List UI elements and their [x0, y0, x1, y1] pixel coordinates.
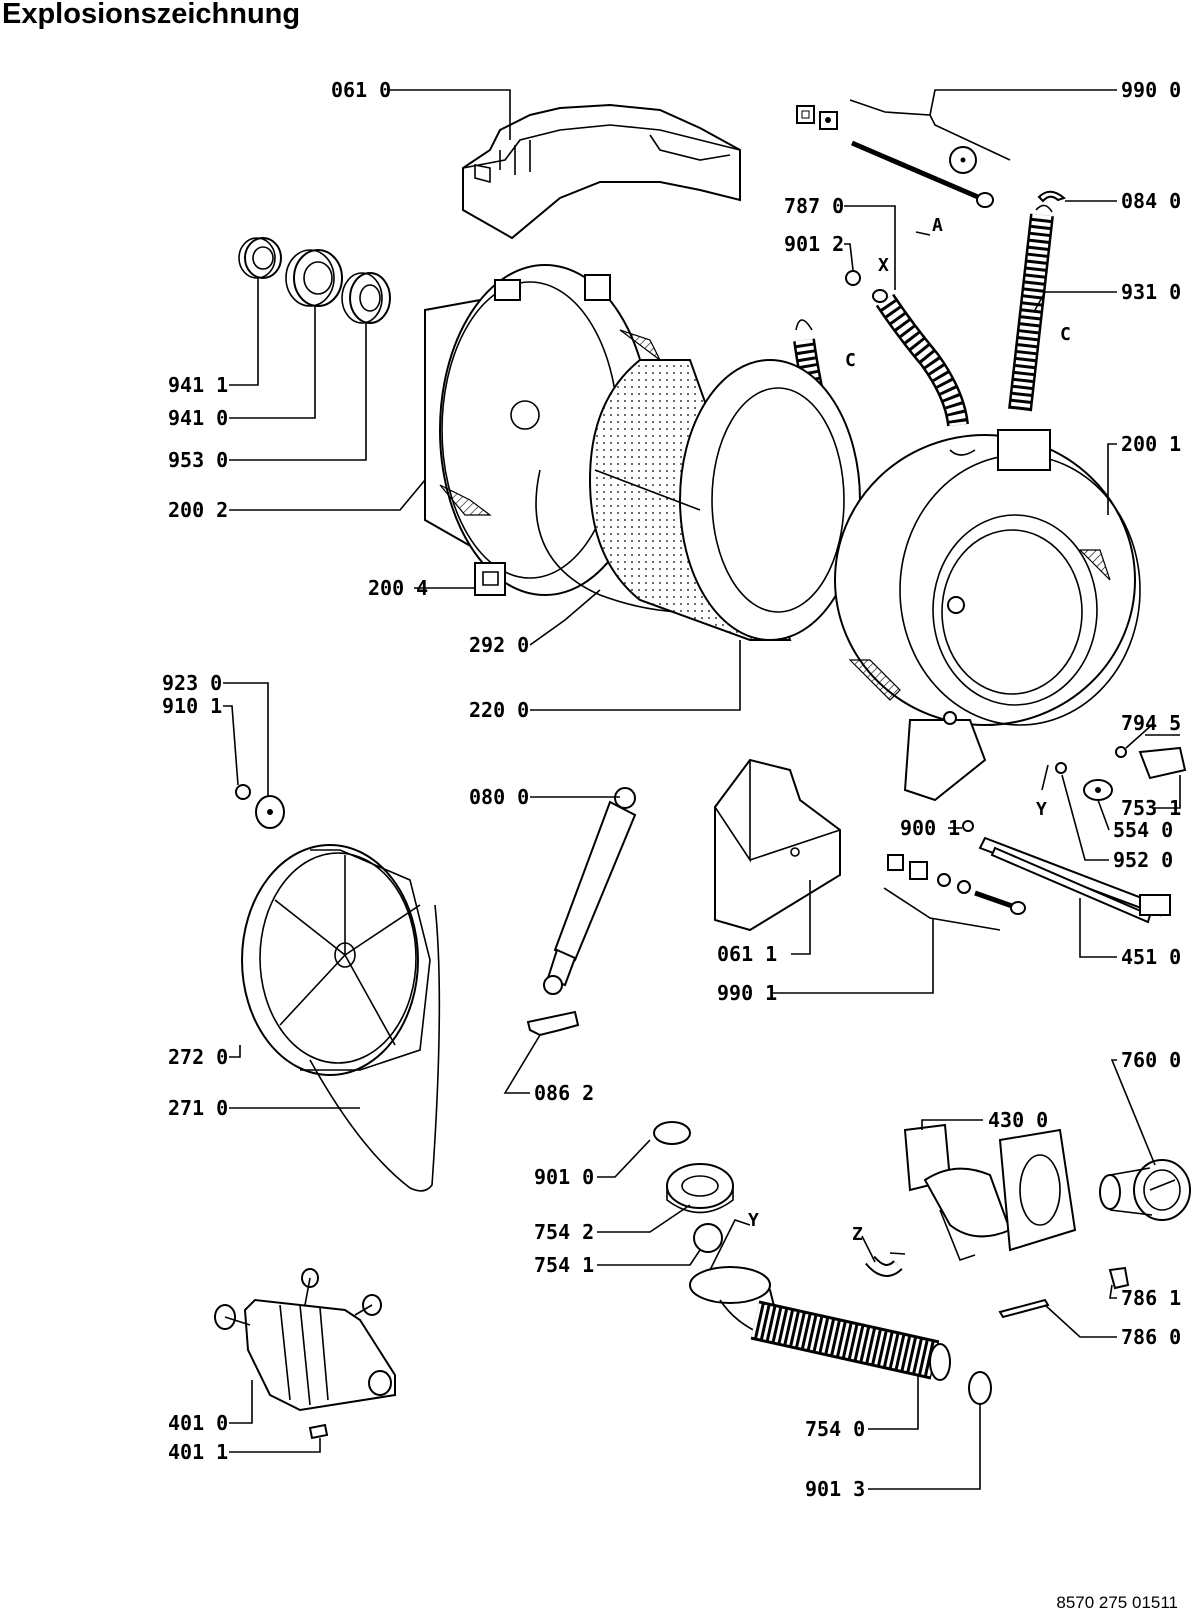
motor-part — [214, 1268, 396, 1412]
sensor-washer-part — [1115, 746, 1127, 758]
label-754-0: 754 0 — [805, 1417, 865, 1441]
label-900-1: 900 1 — [900, 816, 960, 840]
shaft-seal-part — [341, 272, 391, 324]
label-430-0: 430 0 — [988, 1108, 1048, 1132]
label-941-0: 941 0 — [168, 406, 228, 430]
drum-part — [588, 359, 861, 641]
label-401-1: 401 1 — [168, 1440, 228, 1464]
pulley-washer-part — [255, 795, 285, 829]
label-200-4: 200 4 — [368, 576, 428, 600]
label-554-0: 554 0 — [1113, 818, 1173, 842]
label-901-0: 901 0 — [534, 1165, 594, 1189]
label-401-0: 401 0 — [168, 1411, 228, 1435]
marker-c-left: C — [845, 350, 856, 371]
label-923-0: 923 0 — [162, 671, 222, 695]
label-200-2: 200 2 — [168, 498, 228, 522]
label-990-0: 990 0 — [1121, 78, 1181, 102]
marker-y-upper: Y — [1036, 799, 1047, 820]
label-084-0: 084 0 — [1121, 189, 1181, 213]
marker-a: A — [932, 215, 943, 236]
document-number: 8570 275 01511 — [1056, 1593, 1178, 1612]
front-screw-set-part — [887, 854, 1026, 915]
hose-clamp-part — [653, 1121, 691, 1145]
page-title: Explosionszeichnung — [2, 0, 301, 30]
label-786-0: 786 0 — [1121, 1325, 1181, 1349]
valve-ball-part — [693, 1223, 723, 1253]
label-292-0: 292 0 — [469, 633, 529, 657]
label-794-5: 794 5 — [1121, 711, 1181, 735]
marker-c-right: C — [1060, 324, 1071, 345]
shock-bracket-part — [526, 1010, 580, 1037]
label-200-1: 200 1 — [1121, 432, 1181, 456]
drain-pump-part — [903, 1123, 1077, 1261]
label-080-0: 080 0 — [469, 785, 529, 809]
label-787-0: 787 0 — [784, 194, 844, 218]
label-990-1: 990 1 — [717, 981, 777, 1005]
label-753-1: 753 1 — [1121, 796, 1181, 820]
label-271-0: 271 0 — [168, 1096, 228, 1120]
label-272-0: 272 0 — [168, 1045, 228, 1069]
pulley-part — [241, 844, 431, 1076]
small-clamp-part — [845, 270, 861, 286]
label-220-0: 220 0 — [469, 698, 529, 722]
label-061-0: 061 0 — [331, 78, 391, 102]
bellows-hose-part — [872, 289, 969, 427]
label-953-0: 953 0 — [168, 448, 228, 472]
label-760-0: 760 0 — [1121, 1048, 1181, 1072]
label-952-0: 952 0 — [1113, 848, 1173, 872]
label-786-1: 786 1 — [1121, 1286, 1181, 1310]
drain-clamp-part — [968, 1371, 992, 1405]
drive-belt-part — [309, 904, 441, 1192]
pulley-nut-part — [235, 784, 251, 800]
label-061-1: 061 1 — [717, 942, 777, 966]
label-451-0: 451 0 — [1121, 945, 1181, 969]
label-901-3: 901 3 — [805, 1477, 865, 1501]
marker-y-lower: Y — [748, 1210, 759, 1231]
label-754-1: 754 1 — [534, 1253, 594, 1277]
marker-x: X — [878, 255, 889, 276]
hook-clip-part — [1037, 190, 1066, 203]
pump-pin-part — [998, 1298, 1050, 1319]
air-hose-part — [1008, 204, 1054, 412]
bearing-large-part — [285, 249, 343, 307]
ball-valve-seat-part — [666, 1163, 734, 1214]
pump-plug-part — [1108, 1266, 1130, 1290]
top-screw-set-part — [796, 105, 994, 208]
tub-block-part — [474, 562, 506, 596]
label-901-2: 901 2 — [784, 232, 844, 256]
front-counterweight-part — [714, 758, 841, 932]
tub-ring-part — [535, 469, 681, 613]
heater-part — [978, 836, 1171, 924]
top-counterweight-part — [462, 103, 741, 240]
front-tub-part — [834, 429, 1141, 802]
shock-absorber-part — [543, 787, 637, 995]
label-910-1: 910 1 — [162, 694, 222, 718]
motor-clip-part — [308, 1423, 329, 1440]
marker-z: Z — [852, 1224, 863, 1245]
bearing-small-part — [238, 237, 282, 279]
leader-lines — [223, 89, 1181, 1490]
sensor-ring-part — [1055, 762, 1067, 774]
ntc-sensor-part — [1138, 734, 1187, 780]
heater-nut-part — [962, 820, 974, 832]
pressure-sensor-part — [1083, 779, 1113, 801]
label-941-1: 941 1 — [168, 373, 228, 397]
label-086-2: 086 2 — [534, 1081, 594, 1105]
label-754-2: 754 2 — [534, 1220, 594, 1244]
drain-hose-part — [689, 1266, 951, 1381]
label-931-0: 931 0 — [1121, 280, 1181, 304]
pump-filter-part — [1099, 1159, 1191, 1221]
